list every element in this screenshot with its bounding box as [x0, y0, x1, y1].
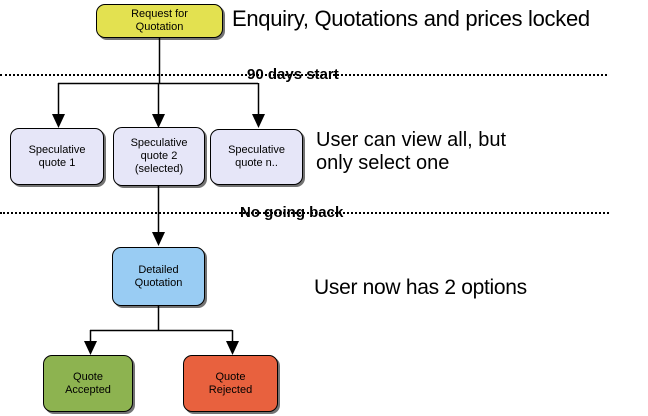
node-speculative-quote-1: Speculative quote 1 [10, 128, 104, 185]
node-label: Speculative quote n.. [228, 144, 285, 169]
node-label: Request for Quotation [131, 8, 188, 33]
annotation-view-all: User can view all, but only select one [316, 129, 506, 175]
arrowhead [152, 114, 165, 128]
annotation-view-all-line2: only select one [316, 152, 450, 174]
node-label: Speculative quote 1 [28, 143, 86, 169]
node-label: Speculative quote 2 (selected) [130, 137, 188, 175]
annotation-two-options: User now has 2 options [314, 276, 527, 299]
arrowhead [84, 341, 97, 355]
node-label: Quote Accepted [65, 370, 111, 396]
annotation-enquiry-locked: Enquiry, Quotations and prices locked [232, 6, 590, 31]
node-speculative-quote-2-selected: Speculative quote 2 (selected) [113, 127, 205, 186]
arrowhead [252, 114, 265, 128]
annotation-90-days-start: 90 days start [247, 66, 339, 83]
node-speculative-quote-n: Speculative quote n.. [210, 129, 303, 185]
annotation-view-all-line1: User can view all, but [316, 129, 507, 151]
arrowhead [52, 114, 65, 128]
node-detailed-quotation: Detailed Quotation [112, 247, 205, 306]
node-request-for-quotation: Request for Quotation [96, 4, 223, 38]
milestone-divider-no-going-back [0, 212, 609, 214]
node-quote-accepted: Quote Accepted [43, 355, 133, 412]
annotation-no-going-back: No going back [240, 204, 344, 221]
milestone-divider-90-days [0, 74, 607, 76]
arrowhead [152, 232, 165, 246]
node-label: Quote Rejected [208, 370, 253, 396]
node-label: Detailed Quotation [134, 263, 183, 289]
node-quote-rejected: Quote Rejected [183, 355, 278, 412]
arrowhead [226, 341, 239, 355]
